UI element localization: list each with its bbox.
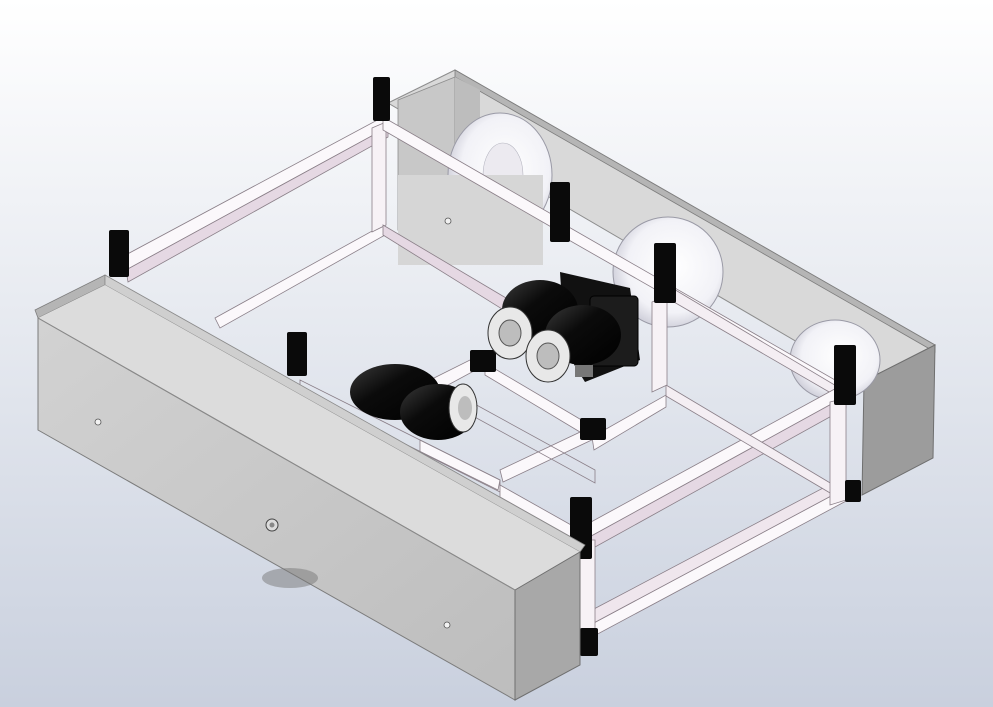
frame-tubes [119, 116, 849, 641]
back-plate-hole [444, 217, 452, 225]
front-plate-holes [94, 418, 451, 629]
drive-motor-icon[interactable] [350, 272, 640, 440]
front-plate-body[interactable] [37, 285, 581, 701]
